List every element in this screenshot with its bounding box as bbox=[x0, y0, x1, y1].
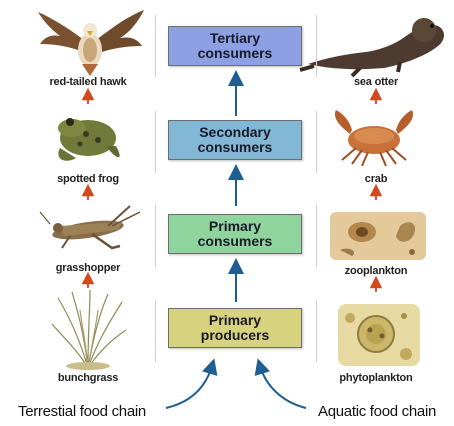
zooplankton-image bbox=[330, 212, 426, 260]
level-line2: consumers bbox=[198, 234, 273, 249]
terrestrial-chain-label: Terrestial food chain bbox=[18, 403, 146, 420]
label-zooplankton: zooplankton bbox=[321, 265, 431, 277]
level-primary-producers: Primary producers bbox=[168, 308, 302, 348]
level-tertiary-consumers: Tertiary consumers bbox=[168, 26, 302, 66]
hawk-image bbox=[38, 10, 144, 76]
level-line2: consumers bbox=[198, 46, 273, 61]
level-line1: Primary bbox=[209, 219, 261, 234]
crab-image bbox=[335, 110, 413, 166]
level-line1: Secondary bbox=[199, 125, 271, 140]
level-primary-consumers: Primary consumers bbox=[168, 214, 302, 254]
bunchgrass-image bbox=[52, 290, 126, 370]
label-grasshopper: grasshopper bbox=[33, 262, 143, 274]
aquatic-chain-label: Aquatic food chain bbox=[318, 403, 436, 420]
level-secondary-consumers: Secondary consumers bbox=[168, 120, 302, 160]
label-crab: crab bbox=[321, 173, 431, 185]
label-spotted-frog: spotted frog bbox=[33, 173, 143, 185]
phytoplankton-image bbox=[338, 304, 420, 366]
level-line2: consumers bbox=[198, 140, 273, 155]
grasshopper-image bbox=[40, 206, 140, 248]
level-line2: producers bbox=[201, 328, 269, 343]
label-phytoplankton: phytoplankton bbox=[321, 372, 431, 384]
label-bunchgrass: bunchgrass bbox=[33, 372, 143, 384]
label-red-tailed-hawk: red-tailed hawk bbox=[33, 76, 143, 88]
otter-image bbox=[300, 18, 444, 76]
level-line1: Primary bbox=[209, 313, 261, 328]
level-line1: Tertiary bbox=[210, 31, 260, 46]
label-sea-otter: sea otter bbox=[321, 76, 431, 88]
frog-image bbox=[58, 118, 120, 161]
